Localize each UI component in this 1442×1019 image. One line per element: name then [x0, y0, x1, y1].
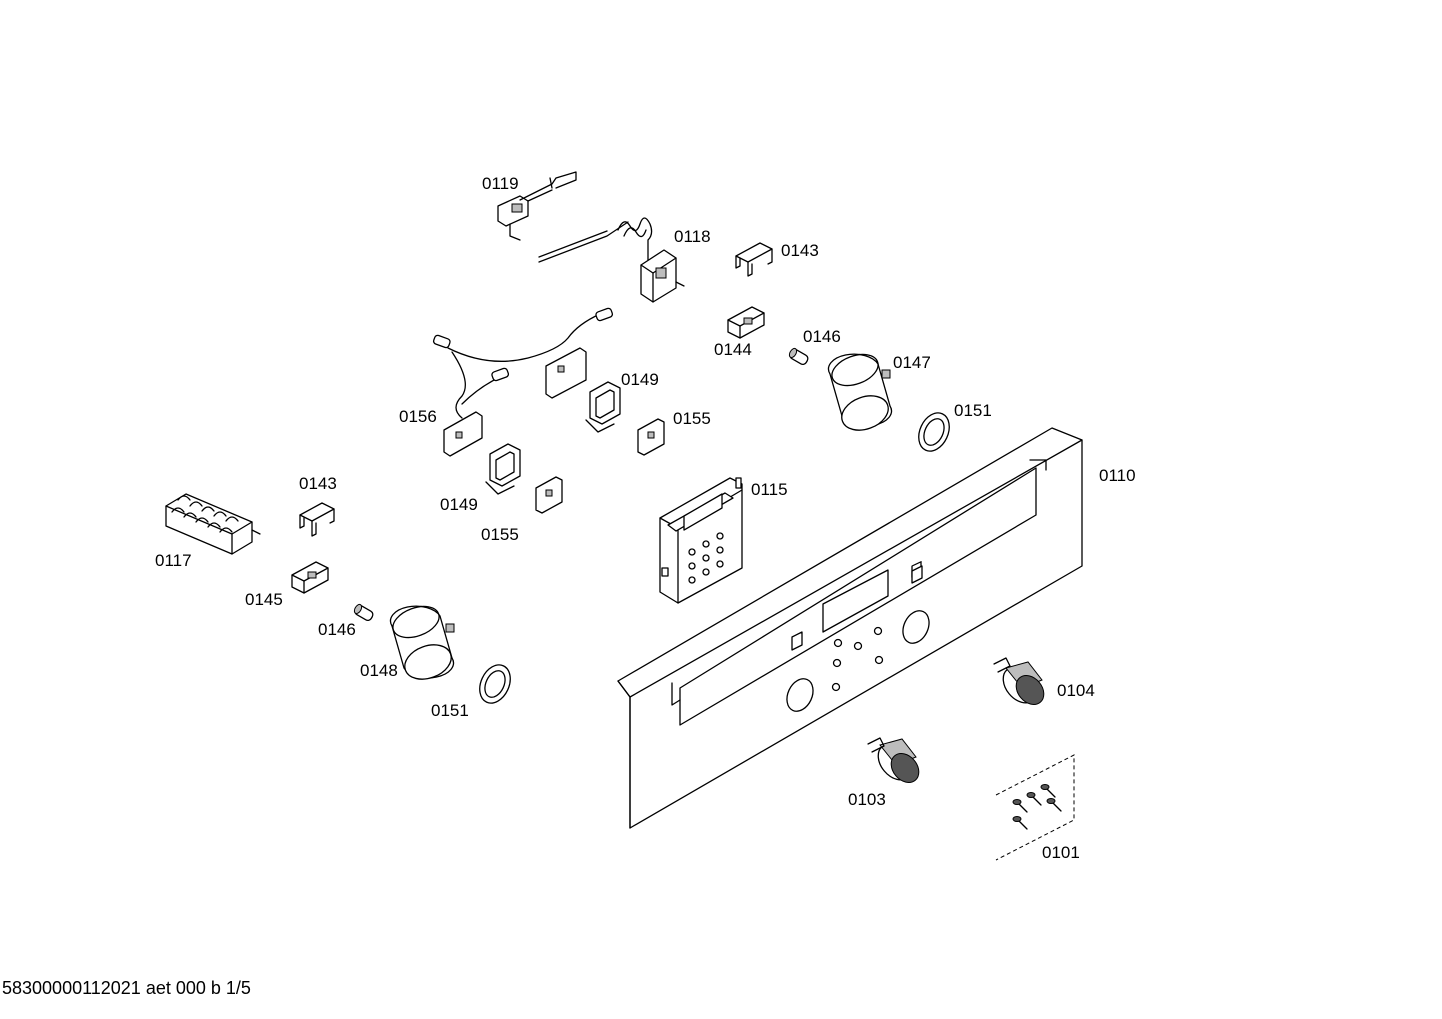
label-0148: 0148 [360, 661, 398, 680]
clip-0144 [727, 306, 765, 339]
label-0143-left: 0143 [299, 474, 337, 493]
label-0115: 0115 [751, 480, 788, 499]
clip-0143-left [299, 502, 335, 537]
label-0149-bottom: 0149 [440, 495, 478, 514]
label-0144: 0144 [714, 340, 752, 359]
label-0151-bottom: 0151 [431, 701, 469, 720]
lamp-0146-top [788, 347, 809, 366]
label-0156: 0156 [399, 407, 437, 426]
lamp-0146-left [353, 603, 374, 622]
label-0155-bottom: 0155 [481, 525, 519, 544]
screw-set [995, 754, 1075, 861]
part-labels: 0119 0118 0143 0144 0146 0147 0151 0149 … [155, 174, 1136, 862]
thermostat [538, 217, 685, 303]
label-0117: 0117 [155, 551, 192, 570]
label-0151-top: 0151 [954, 401, 992, 420]
terminal-block [165, 493, 261, 555]
label-0119: 0119 [482, 174, 519, 193]
knob-housing-0148 [389, 605, 455, 680]
bracket-0155-bottom [535, 476, 563, 514]
document-id: 58300000112021 aet 000 b 1/5 [2, 978, 251, 998]
label-0103: 0103 [848, 790, 886, 809]
bracket-0149-top [585, 381, 621, 433]
clip-0143-top [735, 242, 773, 277]
knob-0104 [993, 657, 1045, 705]
label-0149-top: 0149 [621, 370, 659, 389]
label-0147: 0147 [893, 353, 931, 372]
ring-0151-bottom [479, 664, 511, 704]
control-panel [617, 427, 1083, 829]
knob-0103 [867, 737, 920, 783]
label-0104: 0104 [1057, 681, 1095, 700]
clip-0145 [291, 561, 329, 594]
label-0145: 0145 [245, 590, 283, 609]
label-0146-left: 0146 [318, 620, 356, 639]
label-0146-top: 0146 [803, 327, 841, 346]
switch-0119 [497, 171, 577, 241]
wiring-harness [432, 307, 614, 457]
bracket-0155-top [637, 418, 665, 456]
bracket-0149-bottom [485, 443, 521, 495]
label-0110: 0110 [1099, 466, 1136, 485]
label-0143-top: 0143 [781, 241, 819, 260]
knob-housing-0147 [827, 353, 893, 431]
electronic-module [659, 477, 743, 604]
label-0101: 0101 [1042, 843, 1080, 862]
label-0155-top: 0155 [673, 409, 711, 428]
label-0118: 0118 [674, 227, 711, 246]
ring-0151-top [918, 412, 950, 452]
